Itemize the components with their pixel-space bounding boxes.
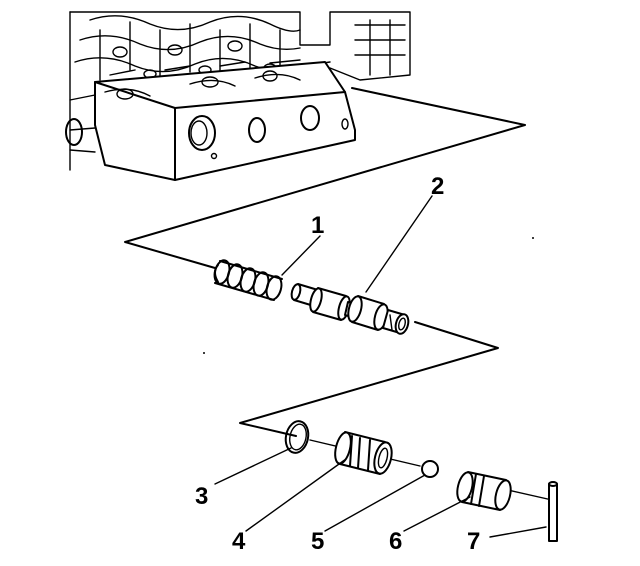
leader-lines (214, 195, 547, 538)
bore-hole-1 (188, 115, 216, 151)
callout-6: 6 (389, 528, 402, 555)
callout-2: 2 (431, 173, 444, 200)
valve-body-casting (65, 11, 411, 181)
casting-front-face (94, 61, 356, 181)
o-ring (284, 420, 310, 454)
check-ball (421, 460, 439, 478)
side-bore (65, 118, 83, 146)
callout-1: 1 (311, 212, 324, 239)
callout-5: 5 (311, 528, 324, 555)
callout-7: 7 (467, 528, 480, 555)
bore-hole-2 (248, 117, 266, 143)
spring (213, 259, 283, 301)
callout-3: 3 (195, 483, 208, 510)
retaining-pin (548, 481, 558, 542)
valve (290, 283, 410, 335)
callout-4: 4 (232, 528, 246, 555)
bore-hole-3 (300, 105, 320, 131)
plug (456, 471, 512, 511)
sleeve (334, 431, 393, 475)
callouts: 1 2 3 4 5 6 7 (195, 173, 480, 555)
